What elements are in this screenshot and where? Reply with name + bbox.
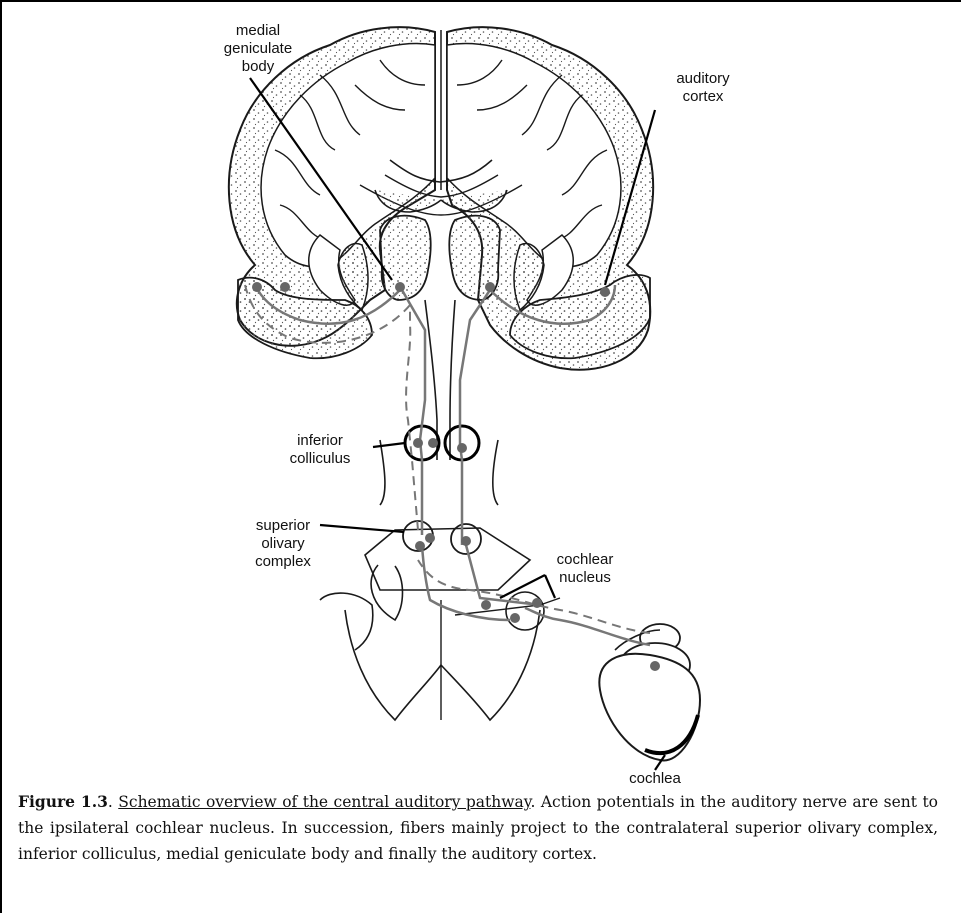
- label-superior-olivary-complex: superior olivary complex: [238, 517, 328, 571]
- label-cochlea: cochlea: [610, 770, 700, 788]
- caption-separator: .: [108, 793, 118, 811]
- label-inferior-colliculus: inferior colliculus: [270, 432, 370, 468]
- figure-title: Schematic overview of the central audito…: [118, 793, 530, 811]
- label-cochlear-nucleus: cochlear nucleus: [540, 551, 630, 587]
- label-auditory-cortex: auditory cortex: [658, 70, 748, 106]
- label-medial-geniculate-body: medial geniculate body: [213, 22, 303, 76]
- auditory-pathway-diagram: [0, 0, 961, 790]
- figure-caption: Figure 1.3. Schematic overview of the ce…: [18, 789, 938, 867]
- brainstem: [320, 300, 560, 720]
- figure-number: Figure 1.3: [18, 792, 108, 811]
